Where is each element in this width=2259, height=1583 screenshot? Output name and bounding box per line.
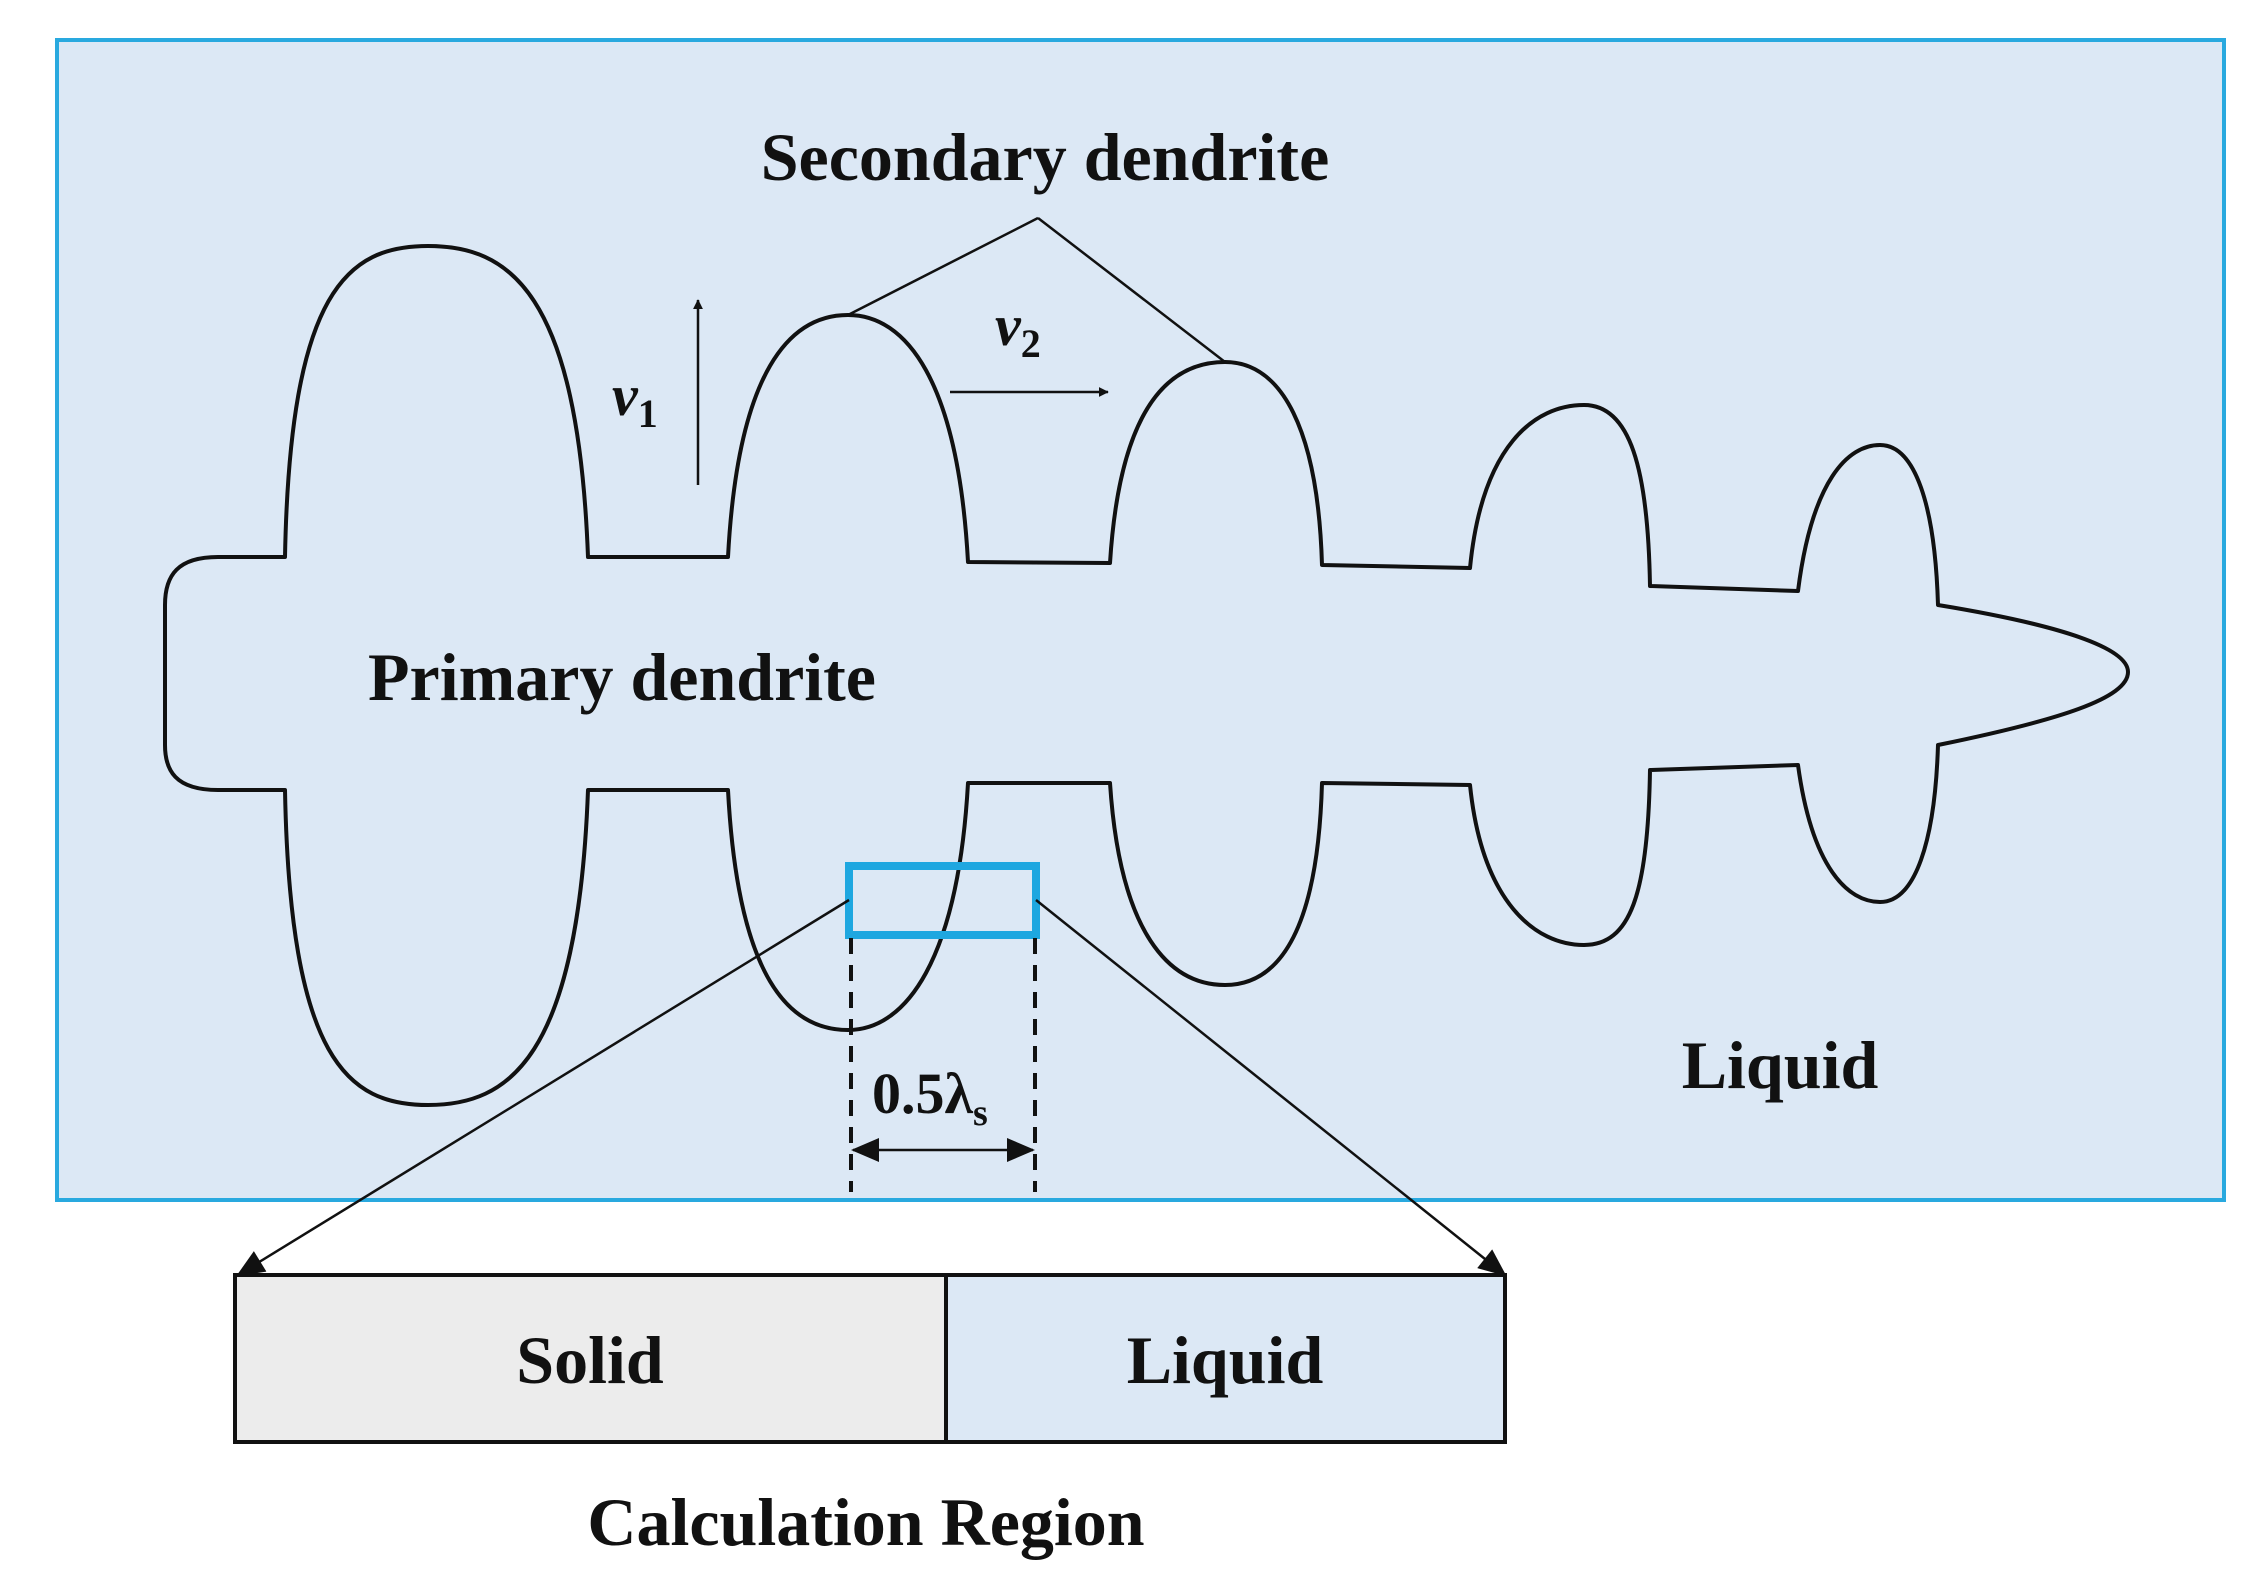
- spacing-label: 0.5λs: [872, 1061, 988, 1134]
- v2-label: v2: [995, 293, 1041, 366]
- liquid-domain-label: Liquid: [1682, 1027, 1879, 1103]
- secondary-leader-right: [1037, 217, 1226, 363]
- v1-symbol: v: [612, 363, 639, 428]
- primary-dendrite-label: Primary dendrite: [368, 639, 876, 715]
- liquid-domain: [55, 38, 2226, 1202]
- secondary-leader-left: [847, 216, 1039, 317]
- secondary-dendrite-label: Secondary dendrite: [761, 119, 1330, 195]
- v1-subscript: 1: [638, 391, 658, 436]
- zoom-line-right: [1035, 899, 1507, 1277]
- v1-label: v1: [612, 363, 658, 436]
- dendrite-shape: [163, 244, 2130, 1107]
- liquid-region: [944, 1273, 1507, 1444]
- v2-subscript: 2: [1021, 321, 1041, 366]
- spacing-subscript: s: [973, 1092, 988, 1134]
- calculation-region-caption: Calculation Region: [587, 1484, 1144, 1560]
- spacing-value: 0.5λ: [872, 1061, 974, 1126]
- v2-symbol: v: [995, 293, 1022, 358]
- liquid-region-label: Liquid: [1127, 1322, 1324, 1398]
- zoom-line-left: [236, 898, 850, 1277]
- solid-region-label: Solid: [516, 1322, 664, 1398]
